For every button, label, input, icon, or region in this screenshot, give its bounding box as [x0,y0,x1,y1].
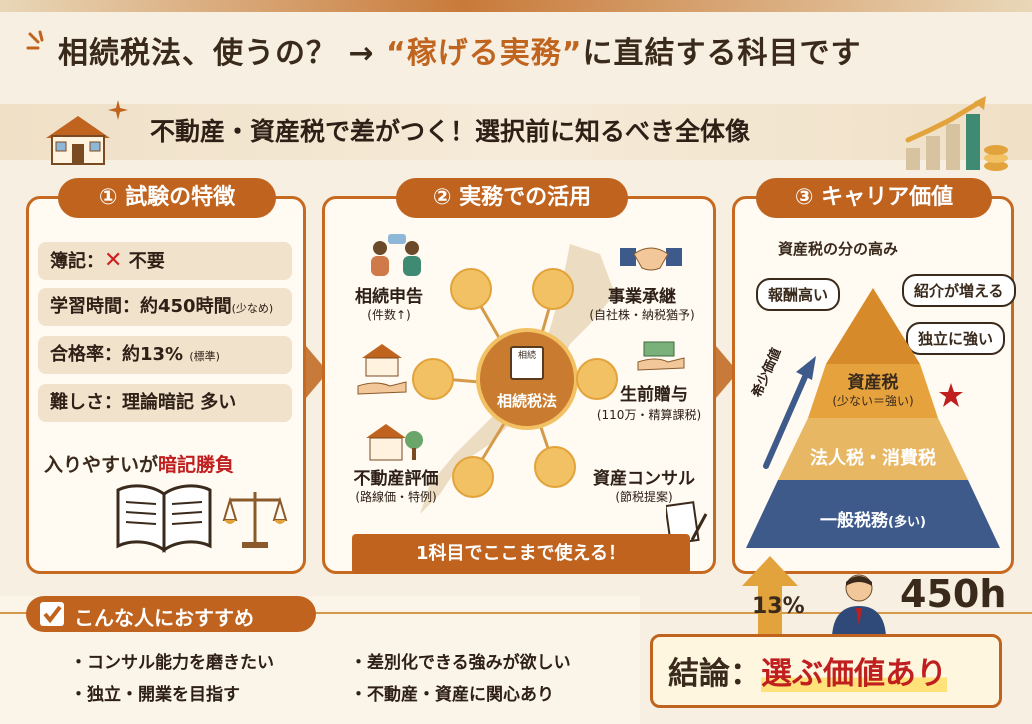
row-note: (少なめ) [231,302,274,315]
tier-asset-tax: 資産税 [847,373,899,393]
practice-banner: 1科目でここまで使える！ [352,534,690,574]
tier-general-tax-sub: (多い) [888,515,926,530]
heart-hand-icon [576,358,618,400]
row-note: (標準) [189,350,220,363]
center-hub-label: 相続税法 [496,392,557,410]
scales-icon [222,492,288,548]
row-label: 合格率： [50,344,122,365]
row-label: 簿記： [50,251,104,272]
panel-heading-career: ③ キャリア価値 [756,178,992,218]
tier-general-tax-label: 一般税務 [820,511,889,531]
row-label: 難しさ： [50,392,122,413]
growth-chart-icon [905,96,1008,171]
node-inheritance-filing-sub: (件数↑) [367,308,411,322]
row-difficulty: 難しさ：理論暗記 多い [38,384,292,422]
footer-divider [0,612,1032,614]
row-study-hours: 学習時間：約450時間(少なめ) [38,288,292,326]
sparkle-icon [26,30,44,50]
bubble-strong-independence: 独立に強い [906,322,1006,355]
node-lifetime-gift-sub: (110万・精算課税) [596,408,702,422]
node-real-estate-valuation-sub: (路線価・特例) [355,490,437,504]
node-lifetime-gift: 生前贈与 [620,385,688,405]
node-business-succession-sub: (自社株・納税猶予) [589,308,695,322]
businessman-icon [832,574,886,636]
bubble-high-pay: 報酬高い [756,278,841,311]
bubble-more-referrals: 紹介が増える [902,274,1016,307]
sparkle-icon [108,100,128,120]
house-tree-icon [366,424,423,461]
panel-heading-practice: ② 実務での活用 [396,178,628,218]
row-pass-rate: 合格率：約13% (標準) [38,336,292,374]
cross-icon: ✕ [104,248,123,273]
row-value: 不要 [128,251,165,272]
title-accent: “稼げる実務” [386,36,583,71]
reco-item-independence: ・独立・開業を目指す [70,685,240,705]
row-value: 約450時間 [140,296,232,317]
coin-hand-icon [534,446,576,488]
center-hub [476,328,578,430]
page-title: 相続税法、使うの？ → “稼げる実務”に直結する科目です [58,28,861,72]
building-icon [452,456,494,498]
row-value: 約13% [122,344,184,365]
node-inheritance-filing: 相続申告 [355,287,423,307]
summary-prefix: 入りやすいが [44,454,159,476]
conclusion-prefix: 結論： [668,656,761,692]
stat-hours: 450h [900,572,1007,616]
house-hand-icon [357,344,407,395]
reco-heading: こんな人におすすめ [74,606,254,630]
reco-item-real-estate: ・不動産・資産に関心あり [350,685,554,705]
consultation-people-icon [371,234,421,276]
subtitle-band [0,104,1032,160]
document-icon: 相続 [510,346,544,380]
open-book-icon [116,484,212,553]
conclusion: 結論：選ぶ価値あり [668,648,947,693]
cash-hand-icon [637,341,685,371]
reco-heading-pill [26,596,316,632]
conclusion-highlight: 選ぶ価値あり [761,656,947,692]
node-asset-consulting-sub: (節税提案) [615,490,673,504]
tier-general-tax: 一般税務(多い) [780,506,966,531]
house-icon [46,116,110,165]
title-part2: に直結する科目です [582,36,862,71]
exam-summary: 入りやすいが暗記勝負 [44,450,234,477]
report-icon [450,268,492,310]
tier-corporate-tax: 法人税・消費税 [810,448,936,469]
career-pyramid [746,288,1000,548]
node-real-estate-valuation: 不動産評価 [353,469,439,489]
japan-map-graphic [420,244,615,514]
reco-item-differentiation: ・差別化できる強みが欲しい [350,653,571,673]
node-asset-consulting: 資産コンサル [593,469,695,489]
node-business-succession: 事業承継 [608,287,676,307]
reco-item-consulting: ・コンサル能力を磨きたい [70,653,274,673]
row-label: 学習時間： [50,296,140,317]
title-part1: 相続税法、使うの？ → [58,36,387,71]
tier-asset-tax-sub: (少ない＝強い) [832,394,914,408]
star-icon [939,383,963,407]
top-decor-bar [0,0,1032,12]
summary-highlight: 暗記勝負 [158,454,235,476]
page-subtitle: 不動産・資産税で差がつく！選択前に知るべき全体像 [150,117,751,146]
row-value: 理論暗記 多い [122,392,237,413]
row-bookkeeping: 簿記：✕ 不要 [38,242,292,280]
up-arrow-icon [742,556,798,638]
document-icon-text: 相続 [517,351,536,361]
panel-heading-exam: ① 試験の特徴 [58,178,276,218]
handshake-icon [620,247,682,271]
money-bag-icon [412,358,454,400]
org-chart-icon [532,268,574,310]
stat-pass-rate: 13% [752,594,805,619]
career-caption: 資産税の分の高み [778,240,899,258]
checkbox-icon [40,602,64,626]
